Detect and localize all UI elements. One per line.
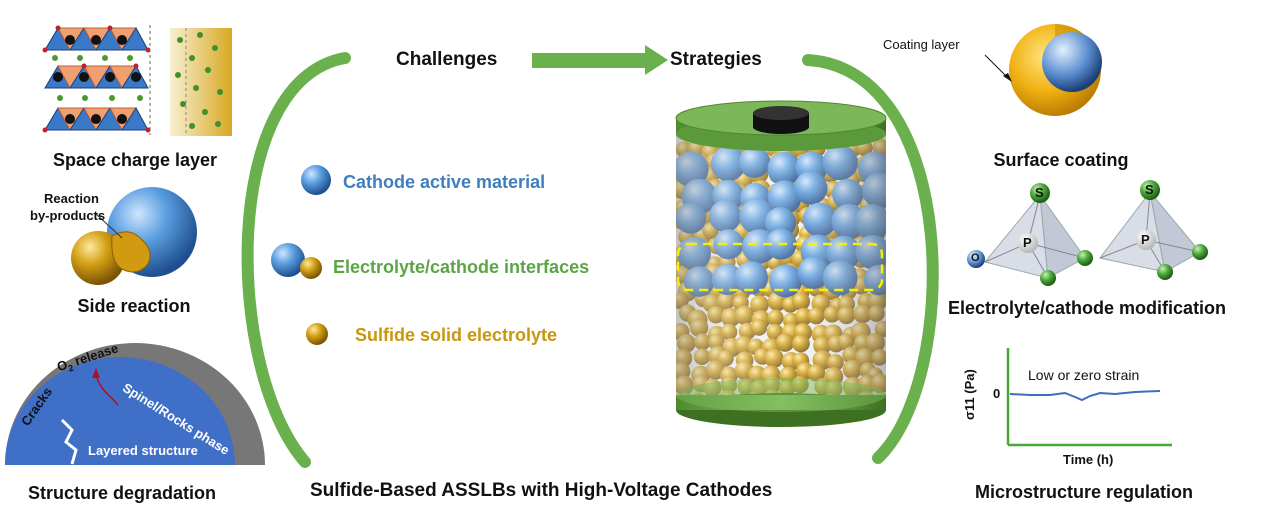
label-byproducts: by-products <box>30 208 106 223</box>
left-green-arc <box>241 52 351 468</box>
header-arrow-head <box>645 45 668 75</box>
label-structure-degradation: Structure degradation <box>28 483 217 503</box>
coating-sphere <box>984 24 1102 116</box>
atom-s-1: S <box>1035 185 1044 200</box>
atom-o: O <box>971 252 980 264</box>
legend-interface-blue-ball <box>271 243 305 277</box>
label-microstructure: Microstructure regulation <box>975 482 1194 502</box>
legend-electrolyte-label: Sulfide solid electrolyte <box>355 325 558 345</box>
header-arrow-shaft <box>532 53 650 68</box>
tetrahedra <box>967 180 1208 286</box>
legend-cathode-ball <box>301 165 331 195</box>
strain-curve <box>1009 390 1161 402</box>
atom-s-2: S <box>1145 182 1154 197</box>
strain-chart <box>1006 348 1172 447</box>
label-strain: Low or zero strain <box>1028 367 1140 383</box>
atom-p-1: P <box>1023 235 1032 250</box>
atom-p-2: P <box>1141 232 1150 247</box>
right-green-arc <box>802 54 939 464</box>
electrolyte-film <box>170 28 232 136</box>
legend-cathode-label: Cathode active material <box>343 172 546 192</box>
legend-interface-label: Electrolyte/cathode interfaces <box>333 257 590 277</box>
battery-cylinder <box>675 100 887 427</box>
label-reaction: Reaction <box>44 191 99 206</box>
label-x-axis: Time (h) <box>1063 452 1114 467</box>
label-layered: Layered structure <box>88 443 198 458</box>
label-y-zero: 0 <box>993 386 1001 401</box>
header-challenges: Challenges <box>396 49 498 70</box>
label-coating-layer: Coating layer <box>883 37 960 52</box>
label-surface-coating: Surface coating <box>993 150 1129 170</box>
structure-half-disk <box>5 343 265 465</box>
label-modification: Electrolyte/cathode modification <box>948 298 1227 318</box>
space-charge-lattice <box>42 25 151 135</box>
legend-interface-gold-ball <box>300 257 322 279</box>
label-y-axis: σ11 (Pa) <box>962 369 977 420</box>
legend-electrolyte-ball <box>306 323 328 345</box>
film-dots <box>175 32 223 129</box>
interface-highlight-box <box>676 242 884 292</box>
byproduct-blob <box>111 231 151 273</box>
label-side-reaction: Side reaction <box>77 296 191 316</box>
header-strategies: Strategies <box>670 49 762 70</box>
label-space-charge: Space charge layer <box>52 150 218 170</box>
footer-title: Sulfide-Based ASSLBs with High-Voltage C… <box>310 480 773 501</box>
